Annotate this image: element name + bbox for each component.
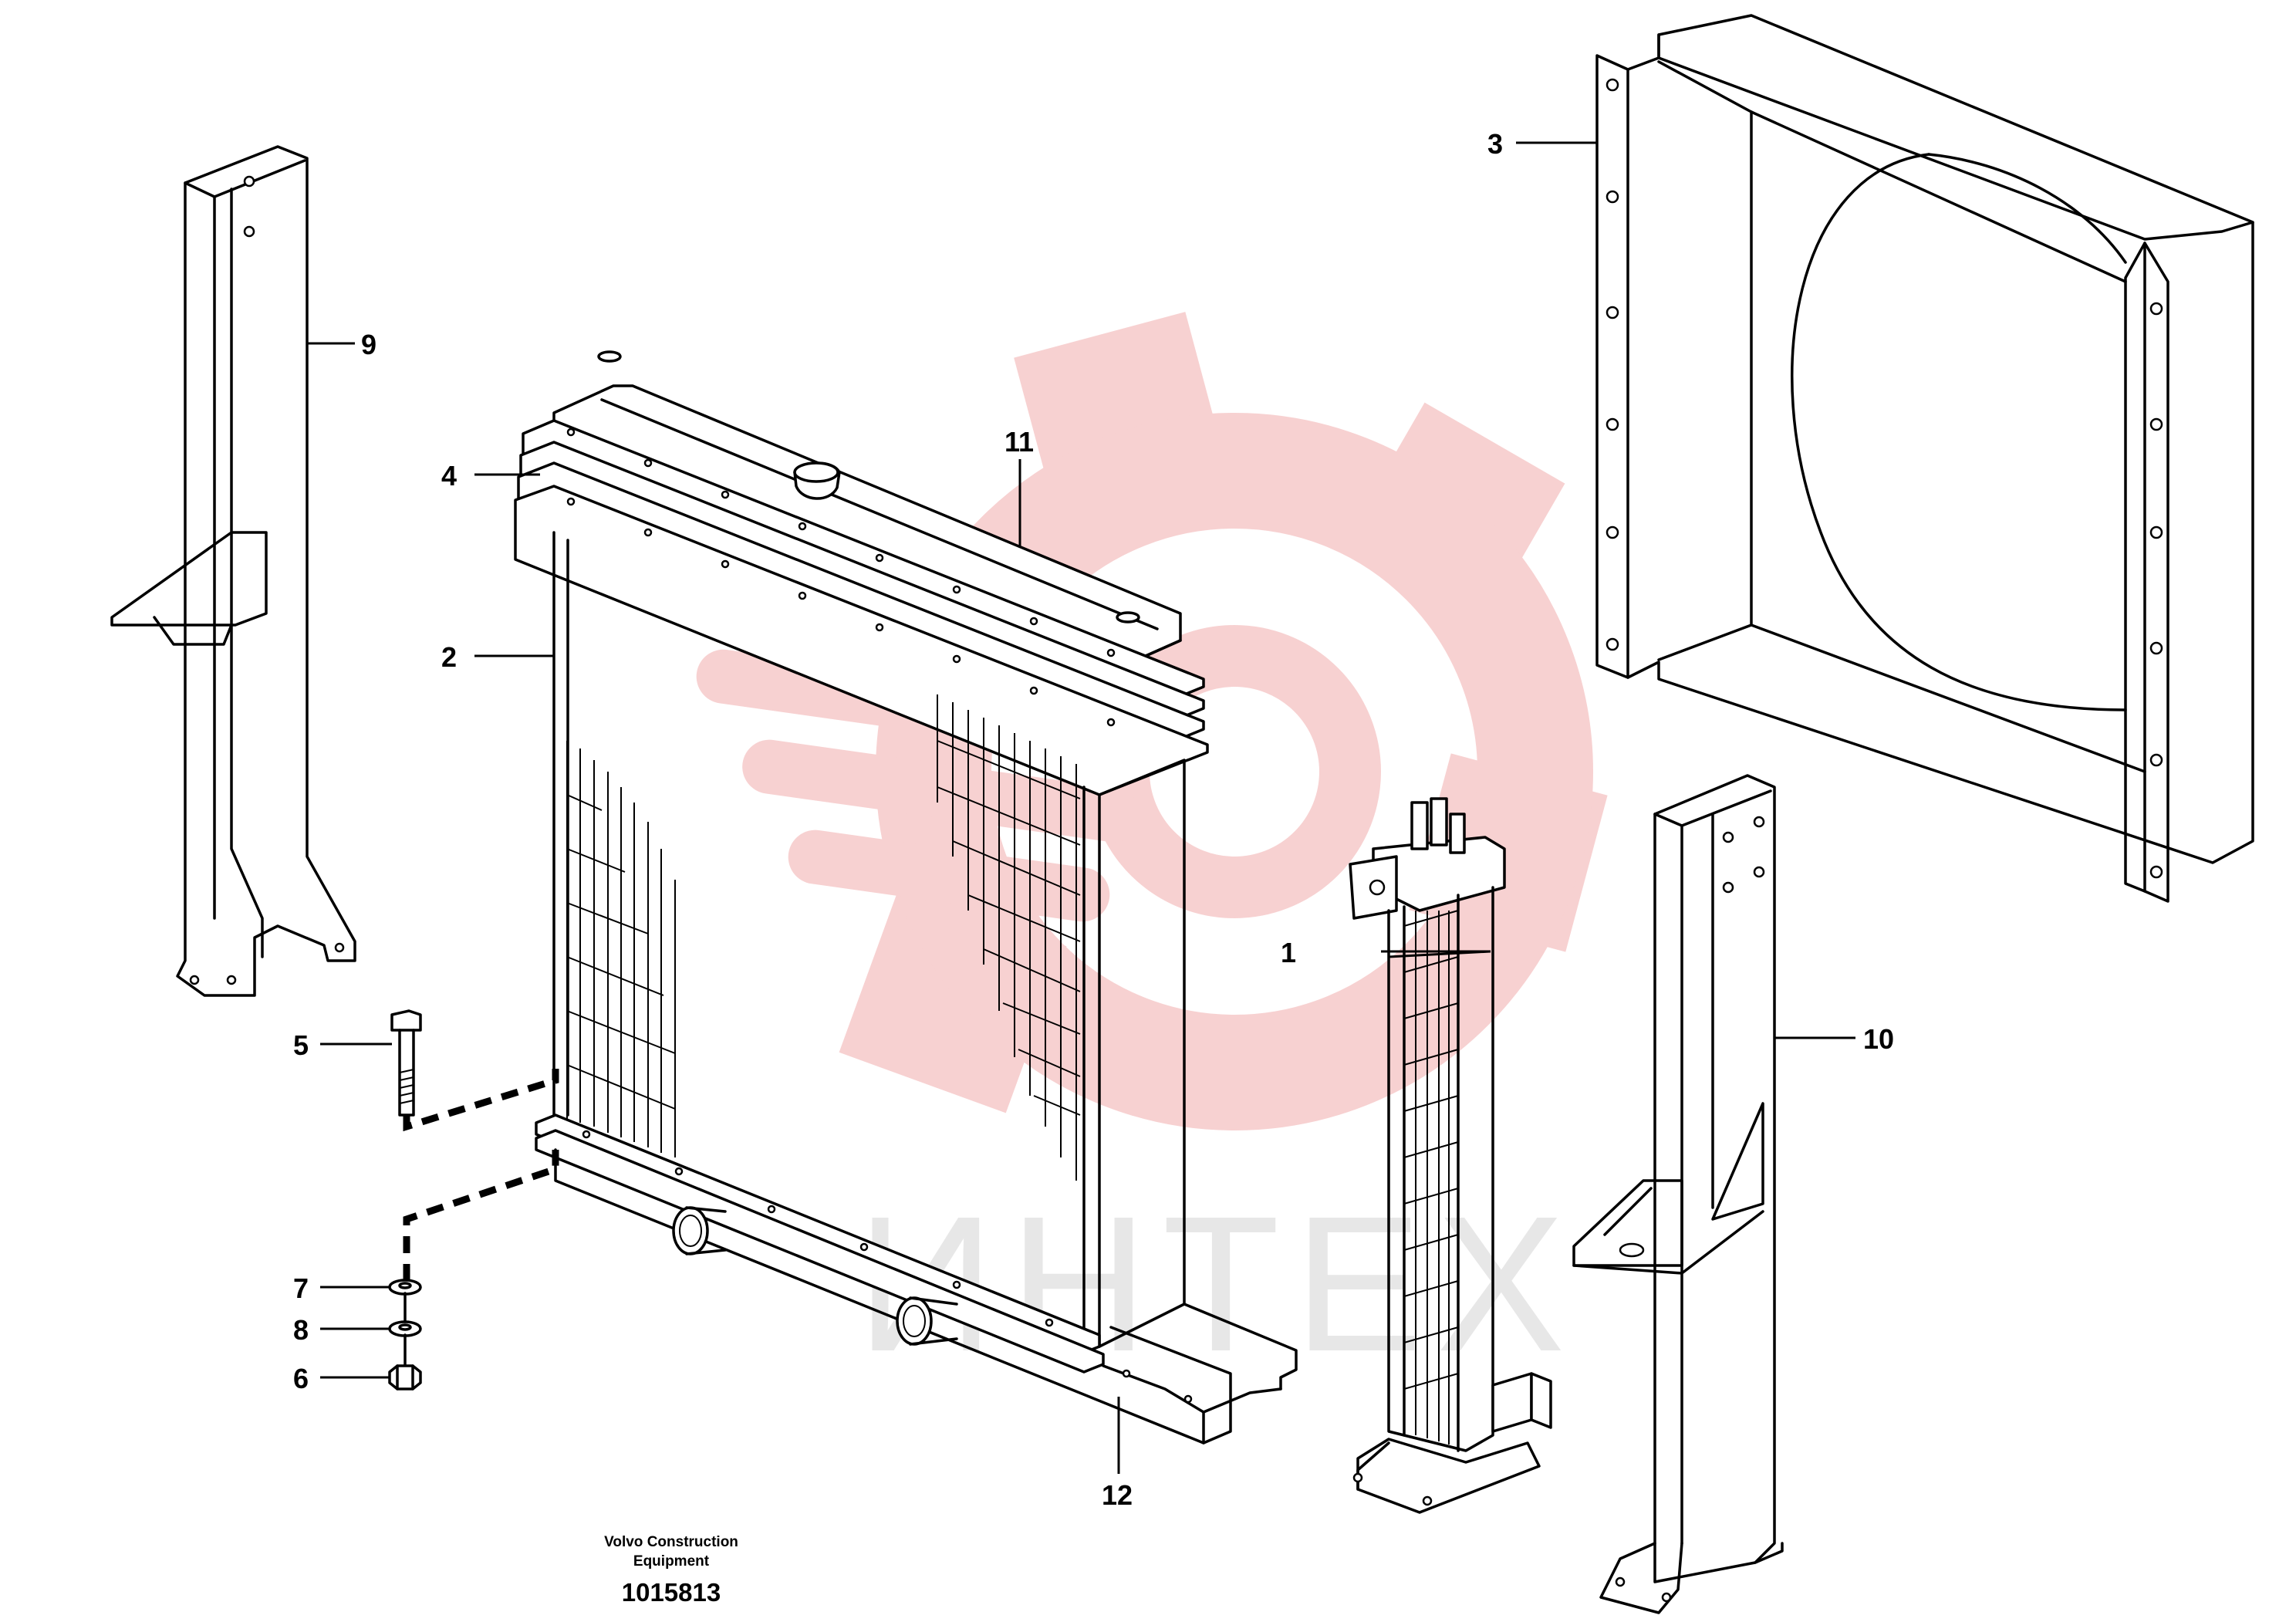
callout-3: 3: [1487, 128, 1503, 160]
part-9-bracket-left: [110, 145, 356, 997]
callout-5: 5: [293, 1029, 309, 1061]
bolt-path-lower: [403, 1150, 559, 1281]
radiator-core-mesh-right: [937, 694, 1081, 1181]
callout-2: 2: [441, 641, 457, 673]
callout-6: 6: [293, 1363, 309, 1394]
callout-9: 9: [361, 329, 376, 360]
radiator-outlet-pipe-1: [672, 1206, 727, 1255]
part-3-fan-shroud: [1595, 14, 2254, 903]
callout-11: 11: [1004, 426, 1034, 458]
part-1-oil-cooler: [1349, 797, 1552, 1514]
plate-holes: [566, 427, 1193, 1404]
part-6-nut: [388, 1364, 422, 1391]
bolt-path-upper: [403, 1069, 559, 1132]
callout-12: 12: [1102, 1479, 1133, 1511]
part-5-bolt: [390, 1009, 422, 1117]
callout-8: 8: [293, 1314, 309, 1346]
caption-manufacturer-line1: Volvo Construction: [604, 1534, 738, 1550]
callout-10: 10: [1863, 1023, 1894, 1055]
caption-manufacturer-line2: Equipment: [633, 1553, 710, 1570]
radiator-core-mesh-left: [566, 741, 676, 1157]
leader-1: [1381, 950, 1491, 958]
caption-drawing-number: 1015813: [621, 1578, 721, 1607]
callout-4: 4: [441, 460, 457, 492]
radiator-outlet-pipe-2: [896, 1296, 958, 1346]
leader-lines: [307, 141, 1855, 1474]
oil-cooler-mesh: [1403, 910, 1459, 1445]
callout-7: 7: [293, 1272, 309, 1304]
callout-1: 1: [1281, 937, 1296, 968]
part-10-bracket-right: [1572, 774, 1784, 1614]
part-2-radiator: [514, 350, 1298, 1445]
callout-labels: 1 2 3 4 5 6 7 8 9 10 11 12: [293, 128, 1894, 1511]
